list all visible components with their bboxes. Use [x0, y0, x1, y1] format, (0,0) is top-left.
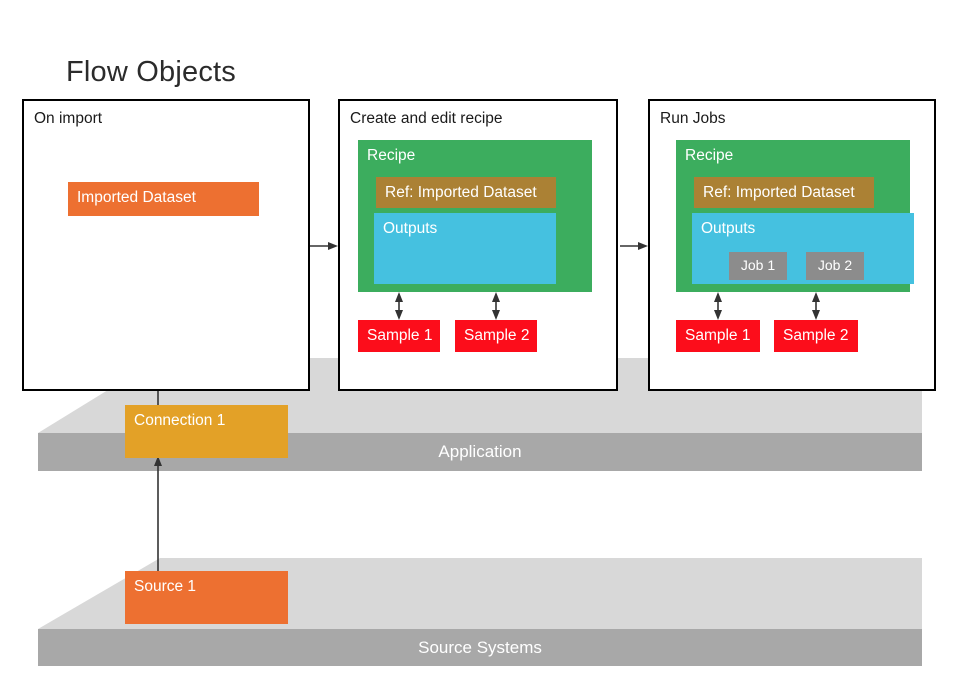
stage-panel-on-import: On import [22, 99, 310, 391]
node-job-2[interactable]: Job 2 [806, 252, 864, 280]
node-sample-1-stage2[interactable]: Sample 1 [358, 320, 440, 352]
platform-source-systems-label: Source Systems [38, 629, 922, 666]
node-imported-dataset[interactable]: Imported Dataset [68, 182, 259, 216]
node-ref-imported-dataset-stage3[interactable]: Ref: Imported Dataset [694, 177, 874, 208]
stage-label-create-edit-recipe: Create and edit recipe [350, 110, 503, 127]
node-sample-2-stage2[interactable]: Sample 2 [455, 320, 537, 352]
node-job-1[interactable]: Job 1 [729, 252, 787, 280]
node-ref-imported-dataset-stage2[interactable]: Ref: Imported Dataset [376, 177, 556, 208]
node-outputs-stage3[interactable]: Outputs [692, 213, 914, 284]
page-title: Flow Objects [66, 56, 236, 88]
stage-label-on-import: On import [34, 110, 103, 127]
node-sample-1-stage3[interactable]: Sample 1 [676, 320, 760, 352]
node-outputs-stage2[interactable]: Outputs [374, 213, 556, 284]
node-source-1[interactable]: Source 1 [125, 571, 288, 624]
stage-label-run-jobs: Run Jobs [660, 110, 726, 127]
node-sample-2-stage3[interactable]: Sample 2 [774, 320, 858, 352]
node-connection-1[interactable]: Connection 1 [125, 405, 288, 458]
